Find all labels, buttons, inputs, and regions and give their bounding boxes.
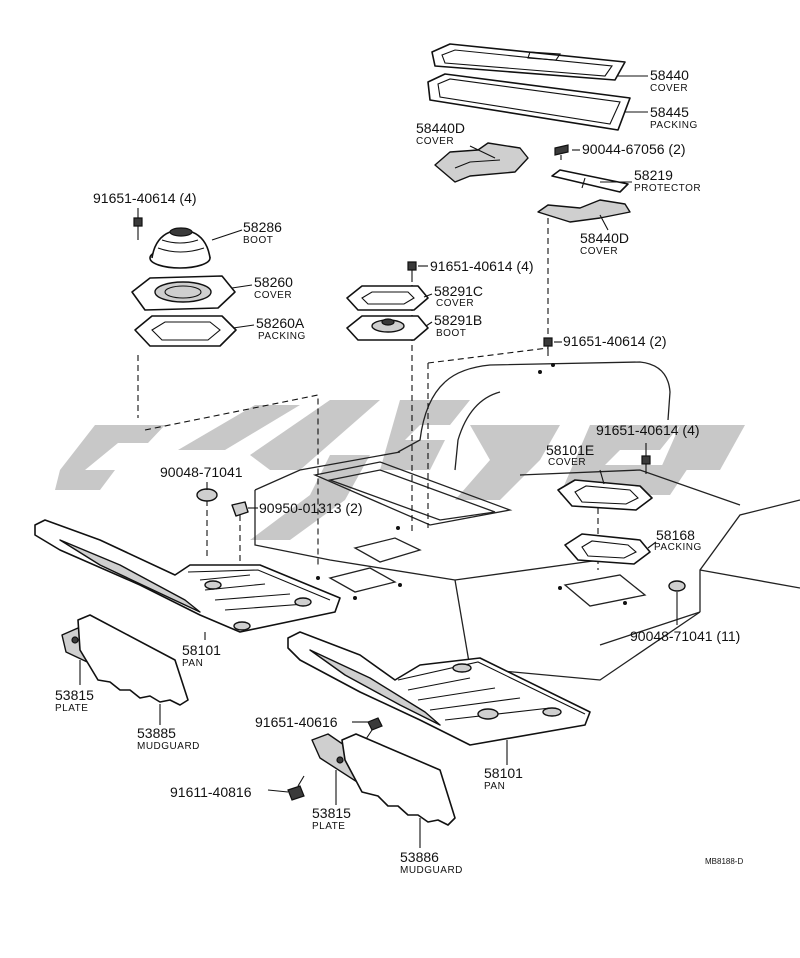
watermark-stroke-8: [660, 425, 745, 470]
label-90048-a-number: 90048-71041: [160, 464, 243, 480]
label-58440-number: 58440: [650, 67, 689, 83]
label-91611-number: 91611-40816: [170, 784, 252, 800]
label-58101-right-number: 58101: [484, 765, 523, 781]
label-58291c-number: 58291C: [434, 283, 483, 299]
label-90048-b-number: 90048-71041 (11): [630, 628, 740, 644]
label-58101-left-number: 58101: [182, 642, 221, 658]
label-53885-name: MUDGUARD: [137, 741, 200, 752]
part-58101e-cover: [557, 479, 653, 511]
part-58101-pan-left: [34, 519, 341, 633]
label-58101-right-name: PAN: [484, 781, 505, 792]
part-53885-mudguard: [77, 614, 189, 706]
part-58286-boot: [149, 227, 211, 269]
label-58440d-bottom-name: COVER: [580, 246, 618, 257]
part-90950-clip: [231, 501, 249, 517]
watermark-stroke-7: [560, 425, 690, 495]
label-58440d-top-name: COVER: [416, 136, 454, 147]
label-58101e-number: 58101E: [546, 442, 594, 458]
part-91651-bolt-c: [543, 337, 553, 356]
part-58168-packing: [564, 533, 651, 565]
part-58445-packing: [427, 73, 631, 131]
part-91651-bolt-a: [133, 217, 143, 240]
label-58440d-bottom-number: 58440D: [580, 230, 629, 246]
watermark-stroke-1: [55, 425, 165, 490]
part-58260a-packing: [134, 315, 237, 347]
label-58291b-name: BOOT: [436, 328, 466, 339]
part-58219-protector: [551, 169, 629, 193]
label-58168-number: 58168: [656, 527, 695, 543]
label-58286-name: BOOT: [243, 235, 273, 246]
label-91651-b-number: 91651-40614 (4): [430, 258, 534, 274]
label-53815-right-name: PLATE: [312, 821, 345, 832]
label-58440d-top-number: 58440D: [416, 120, 465, 136]
label-91651-d-number: 91651-40614 (4): [596, 422, 700, 438]
leader-lines: [79, 75, 678, 848]
label-58445-name: PACKING: [650, 120, 698, 131]
part-58440-cover: [431, 43, 626, 81]
part-91611-bolt: [287, 775, 305, 801]
label-58101-left-name: PAN: [182, 658, 203, 669]
part-53886-mudguard: [341, 733, 456, 826]
part-58440d-cover-bottom: [537, 199, 631, 223]
watermark-stroke-3: [250, 400, 380, 470]
part-58291c-cover: [346, 285, 429, 311]
label-58440-name: COVER: [650, 83, 688, 94]
label-58260-name: COVER: [254, 290, 292, 301]
label-53815-left-name: PLATE: [55, 703, 88, 714]
label-53815-right-number: 53815: [312, 805, 351, 821]
watermark-logo: [55, 400, 745, 540]
label-90950-number: 90950-01313 (2): [259, 500, 363, 516]
watermark-stroke-6: [455, 425, 560, 500]
part-90044-bolt: [554, 144, 569, 160]
label-58291b-number: 58291B: [434, 312, 482, 328]
part-58101-pan-right: [287, 631, 591, 746]
diagram-reference-code: MB8188-D: [705, 857, 743, 866]
label-91651-c-number: 91651-40614 (2): [563, 333, 667, 349]
label-58260a-number: 58260A: [256, 315, 305, 331]
label-53886-name: MUDGUARD: [400, 865, 463, 876]
label-58101e-name: COVER: [548, 457, 586, 468]
label-53815-left-number: 53815: [55, 687, 94, 703]
label-58219-name: PROTECTOR: [634, 183, 701, 194]
part-90048-plug-a: [196, 488, 218, 502]
label-90044-number: 90044-67056 (2): [582, 141, 686, 157]
part-labels: 58440 COVER 58445 PACKING 58440D COVER 9…: [55, 67, 743, 876]
watermark-stroke-4: [250, 455, 370, 540]
label-91651-a-number: 91651-40614 (4): [93, 190, 197, 206]
watermark-stroke-2: [178, 405, 300, 450]
label-53885-number: 53885: [137, 725, 176, 741]
part-90048-plug-b: [668, 580, 686, 592]
part-58260-cover: [131, 275, 236, 311]
label-58168-name: PACKING: [654, 542, 702, 553]
label-58260a-name: PACKING: [258, 331, 306, 342]
label-91651-e-number: 91651-40616: [255, 714, 338, 730]
label-58260-number: 58260: [254, 274, 293, 290]
label-58219-number: 58219: [634, 167, 673, 183]
part-58440d-cover-top: [434, 142, 529, 183]
part-58291b-boot: [346, 315, 429, 341]
part-91651-bolt-d: [641, 455, 651, 474]
label-58286-number: 58286: [243, 219, 282, 235]
label-58445-number: 58445: [650, 104, 689, 120]
watermark-stroke-5: [380, 400, 470, 470]
vehicle-floor-body: [254, 361, 800, 681]
part-91651-bolt-b: [407, 261, 417, 282]
label-58291c-name: COVER: [436, 298, 474, 309]
label-53886-number: 53886: [400, 849, 439, 865]
